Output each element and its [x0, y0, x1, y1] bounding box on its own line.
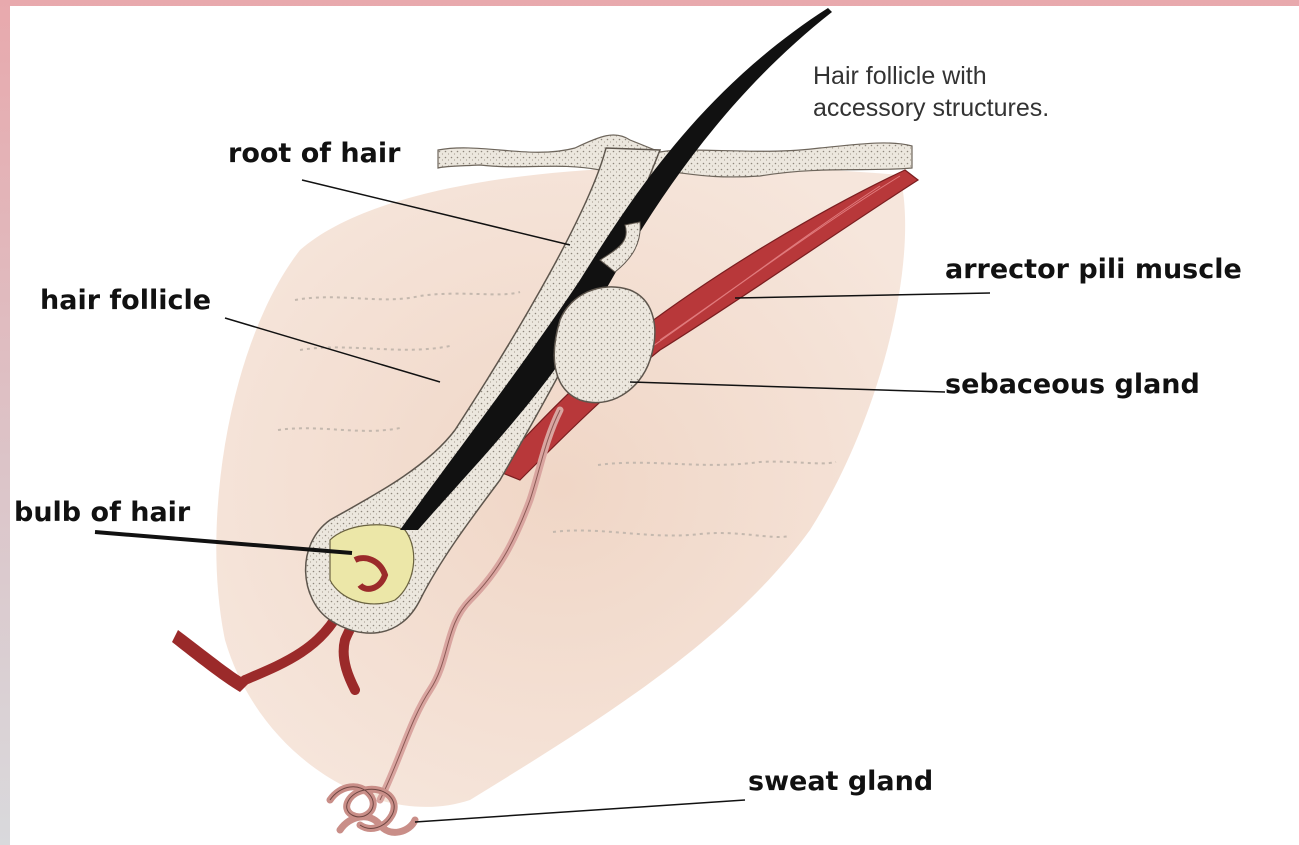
caption-line-2: accessory structures. [813, 92, 1049, 124]
label-arrector-pili-muscle: arrector pili muscle [945, 254, 1242, 285]
caption-line-1: Hair follicle with [813, 60, 1049, 92]
label-bulb-of-hair: bulb of hair [14, 497, 190, 528]
label-hair-follicle: hair follicle [40, 285, 211, 316]
label-sweat-gland: sweat gland [748, 766, 933, 797]
leader-sweat-gland [415, 800, 745, 822]
diagram-caption: Hair follicle with accessory structures. [813, 60, 1049, 124]
label-root-of-hair: root of hair [228, 138, 400, 169]
label-sebaceous-gland: sebaceous gland [945, 369, 1200, 400]
hair-bulb [330, 525, 414, 604]
